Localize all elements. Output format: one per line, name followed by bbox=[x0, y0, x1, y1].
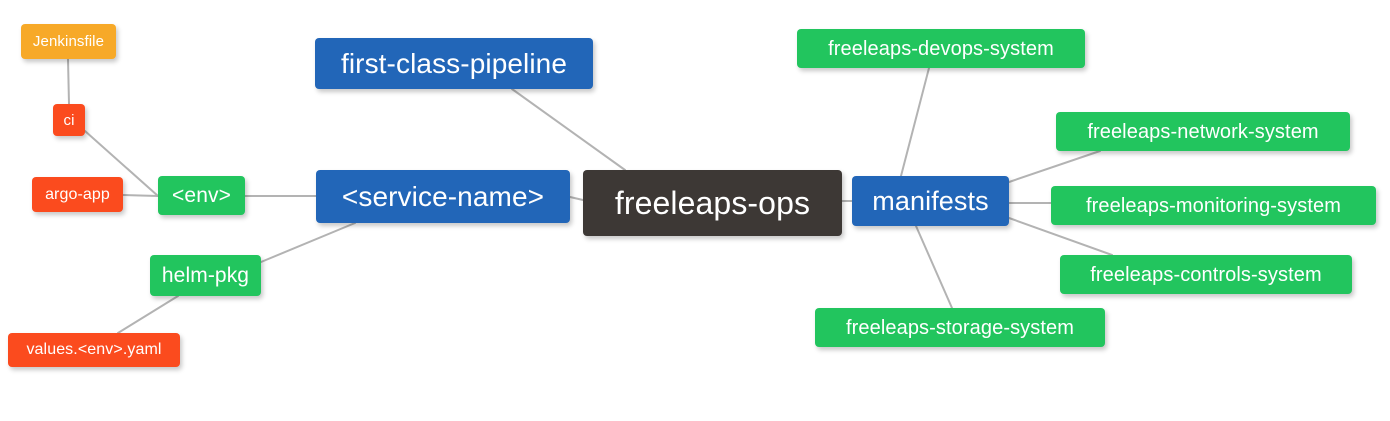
node-label-freeleaps-controls-system: freeleaps-controls-system bbox=[1090, 263, 1322, 286]
edge-manifests-to-freeleaps-storage-system bbox=[915, 225, 953, 309]
node-label-env: <env> bbox=[172, 184, 231, 207]
edge-service-name-to-helm-pkg bbox=[260, 222, 356, 263]
node-env[interactable]: <env> bbox=[158, 176, 245, 215]
edge-service-name-to-freeleaps-ops bbox=[569, 196, 584, 201]
edge-jenkinsfile-to-ci bbox=[67, 58, 70, 105]
node-argo-app[interactable]: argo-app bbox=[32, 177, 123, 212]
node-first-class-pipeline[interactable]: first-class-pipeline bbox=[315, 38, 593, 89]
node-label-first-class-pipeline: first-class-pipeline bbox=[340, 47, 568, 79]
node-label-freeleaps-ops: freeleaps-ops bbox=[614, 185, 811, 221]
node-label-manifests: manifests bbox=[872, 185, 989, 216]
node-freeleaps-ops[interactable]: freeleaps-ops bbox=[583, 170, 842, 236]
node-manifests[interactable]: manifests bbox=[852, 176, 1009, 226]
node-freeleaps-monitoring-system[interactable]: freeleaps-monitoring-system bbox=[1051, 186, 1376, 225]
node-label-freeleaps-devops-system: freeleaps-devops-system bbox=[828, 37, 1054, 60]
node-freeleaps-controls-system[interactable]: freeleaps-controls-system bbox=[1060, 255, 1352, 294]
edge-manifests-to-freeleaps-network-system bbox=[1008, 150, 1101, 183]
node-freeleaps-network-system[interactable]: freeleaps-network-system bbox=[1056, 112, 1350, 151]
node-helm-pkg[interactable]: helm-pkg bbox=[150, 255, 261, 296]
node-label-argo-app: argo-app bbox=[45, 185, 110, 203]
node-label-values-yaml: values.<env>.yaml bbox=[26, 341, 162, 358]
node-freeleaps-devops-system[interactable]: freeleaps-devops-system bbox=[797, 29, 1085, 68]
edge-first-class-pipeline-to-freeleaps-ops bbox=[511, 88, 626, 171]
node-label-freeleaps-monitoring-system: freeleaps-monitoring-system bbox=[1085, 194, 1341, 217]
node-ci[interactable]: ci bbox=[53, 104, 85, 136]
node-service-name[interactable]: <service-name> bbox=[316, 170, 570, 223]
node-values-yaml[interactable]: values.<env>.yaml bbox=[8, 333, 180, 367]
node-label-freeleaps-storage-system: freeleaps-storage-system bbox=[845, 316, 1075, 339]
node-jenkinsfile[interactable]: Jenkinsfile bbox=[21, 24, 116, 59]
edge-argo-app-to-env bbox=[122, 194, 159, 197]
node-label-ci: ci bbox=[63, 111, 75, 129]
node-label-freeleaps-network-system: freeleaps-network-system bbox=[1087, 120, 1319, 143]
node-label-helm-pkg: helm-pkg bbox=[161, 264, 250, 287]
node-label-jenkinsfile: Jenkinsfile bbox=[32, 33, 105, 50]
edge-freeleaps-devops-system-to-manifests bbox=[900, 67, 930, 177]
node-label-service-name: <service-name> bbox=[341, 180, 545, 212]
node-freeleaps-storage-system[interactable]: freeleaps-storage-system bbox=[815, 308, 1105, 347]
edge-helm-pkg-to-values-yaml bbox=[117, 295, 179, 334]
